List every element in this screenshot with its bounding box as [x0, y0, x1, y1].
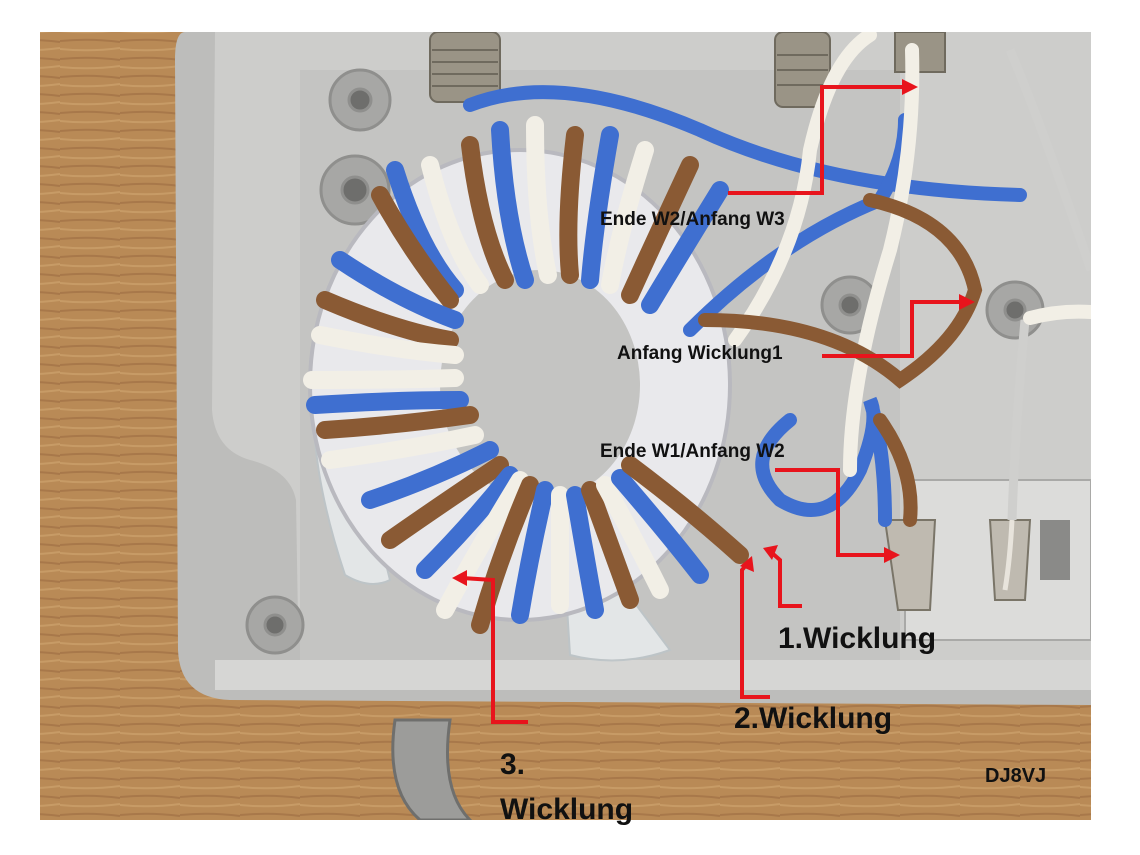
- arrow-anfang-wicklung1: [822, 300, 962, 358]
- blue-loop: [755, 396, 892, 527]
- white-lead-right: [1023, 304, 1091, 325]
- arrow-heads: [452, 79, 975, 586]
- metal-rod: [1007, 319, 1030, 521]
- label-anfang-wicklung1: Anfang Wicklung1: [617, 343, 783, 364]
- label-ende-w1-anfang-w2: Ende W1/Anfang W2: [600, 441, 785, 462]
- toroid-windings: [303, 116, 749, 634]
- arrow-wicklung1: [770, 551, 802, 608]
- earth-lug: [391, 718, 473, 820]
- photo-credit: DJ8VJ: [985, 765, 1047, 787]
- brown-lead-down: [873, 413, 918, 527]
- arrow-ende-w2-anfang-w3: [728, 85, 905, 195]
- label-ende-w2-anfang-w3: Ende W2/Anfang W3: [600, 209, 785, 230]
- annotation-arrows: [461, 85, 962, 724]
- brown-lead: [698, 193, 983, 389]
- white-lead-mid: [843, 43, 920, 477]
- label-wicklung1: 1.Wicklung: [778, 622, 937, 655]
- label-wicklung3-number: 3.: [500, 748, 526, 781]
- arrow-ende-w1-anfang-w2: [775, 468, 888, 557]
- label-wicklung3-word: Wicklung: [500, 793, 634, 826]
- lead-wires: [463, 32, 1091, 527]
- arrow-wicklung2: [461, 576, 528, 724]
- solder-lug-left: [883, 519, 937, 611]
- label-wicklung2: 2.Wicklung: [734, 702, 893, 735]
- white-lead-top: [728, 32, 877, 347]
- housing-rim: [215, 660, 1091, 690]
- blue-lead-top: [463, 85, 1027, 202]
